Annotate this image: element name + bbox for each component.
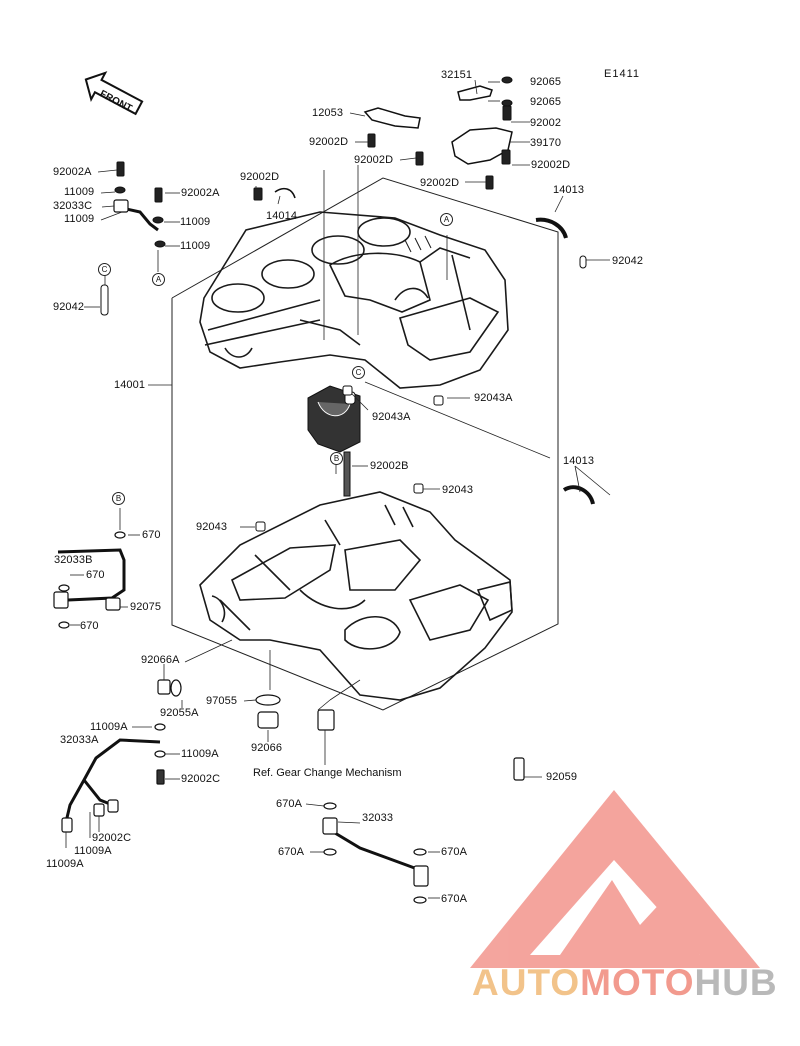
part-label-92002a-left: 92002A xyxy=(53,166,92,178)
part-label-14013-mid: 14013 xyxy=(563,455,595,467)
marker-c-case: C xyxy=(352,366,365,379)
part-label-39170: 39170 xyxy=(530,137,562,149)
part-label-11009a-2: 11009A xyxy=(181,748,219,760)
part-label-670a-1: 670A xyxy=(276,798,303,810)
watermark-auto: AUTO xyxy=(472,962,581,1003)
part-label-670a-4: 670A xyxy=(441,893,468,905)
part-label-11009-2: 11009 xyxy=(64,213,95,225)
ref-gear-change-note: Ref. Gear Change Mechanism xyxy=(253,767,402,779)
bearing-shell-14013 xyxy=(535,217,595,505)
part-label-92043-left: 92043 xyxy=(196,521,228,533)
part-label-14001: 14001 xyxy=(114,379,146,391)
part-label-92066a: 92066A xyxy=(141,654,180,666)
part-label-92075: 92075 xyxy=(130,601,162,613)
washers xyxy=(58,531,427,904)
oil-pipes xyxy=(57,206,421,872)
watermark-text: AUTOMOTOHUB xyxy=(472,962,778,1004)
watermark-hub: HUB xyxy=(694,962,778,1003)
figure-code: E1411 xyxy=(604,68,640,80)
marker-a-top: A xyxy=(440,213,453,226)
small-bolts xyxy=(100,76,587,532)
upper-crankcase xyxy=(199,211,509,389)
part-label-92002d-1: 92002D xyxy=(309,136,349,148)
part-label-32033a: 32033A xyxy=(60,734,99,746)
part-label-32033: 32033 xyxy=(362,812,394,824)
part-label-92065: 92065 xyxy=(530,76,562,88)
part-label-92043-right: 92043 xyxy=(442,484,474,496)
part-label-14014: 14014 xyxy=(266,210,298,222)
part-label-97055: 97055 xyxy=(206,695,238,707)
front-arrow-icon xyxy=(84,71,144,116)
part-label-92043a-2: 92043A xyxy=(372,411,411,423)
part-label-11009a-1: 11009A xyxy=(90,721,128,733)
part-label-92002b: 92002B xyxy=(370,460,409,472)
part-label-92002: 92002 xyxy=(530,117,562,129)
part-label-92002c-1: 92002C xyxy=(181,773,221,785)
part-label-92002c-2: 92002C xyxy=(92,832,132,844)
part-label-11009a-4: 11009A xyxy=(46,858,84,870)
part-label-92042-left: 92042 xyxy=(53,301,85,313)
marker-b-pipe: B xyxy=(112,492,125,505)
part-label-11009a-3: 11009A xyxy=(74,845,112,857)
part-label-92066: 92066 xyxy=(251,742,283,754)
part-label-92002d-3: 92002D xyxy=(531,159,571,171)
part-label-670-3: 670 xyxy=(80,620,99,632)
marker-b-bolt: B xyxy=(330,452,343,465)
lower-crankcase xyxy=(199,491,513,701)
part-label-32151: 32151 xyxy=(441,69,473,81)
pipe-fittings xyxy=(53,199,525,887)
part-label-92002a-right: 92002A xyxy=(181,187,220,199)
part-label-11009-4: 11009 xyxy=(180,240,211,252)
bearing-block xyxy=(307,385,361,453)
part-label-12053: 12053 xyxy=(312,107,344,119)
part-label-11009-1: 11009 xyxy=(64,186,95,198)
assembly-box xyxy=(171,177,559,711)
part-label-92065-2: 92065 xyxy=(530,96,562,108)
marker-a-bottom: A xyxy=(152,273,165,286)
watermark-moto: MOTO xyxy=(580,962,695,1003)
part-label-92002d-5: 92002D xyxy=(240,171,280,183)
part-label-32033c: 32033C xyxy=(53,200,93,212)
part-label-670-2: 670 xyxy=(86,569,105,581)
part-label-670a-2: 670A xyxy=(278,846,305,858)
part-label-92002d-2: 92002D xyxy=(354,154,394,166)
part-label-14013-top: 14013 xyxy=(553,184,585,196)
part-label-92043a-1: 92043A xyxy=(474,392,513,404)
part-label-11009-3: 11009 xyxy=(180,216,211,228)
part-label-32033b: 32033B xyxy=(54,554,93,566)
part-label-92059: 92059 xyxy=(546,771,578,783)
part-label-92002d-4: 92002D xyxy=(420,177,460,189)
leader-lines xyxy=(65,79,611,899)
part-label-92055a: 92055A xyxy=(160,707,199,719)
part-label-670-1: 670 xyxy=(142,529,161,541)
part-label-92042-right: 92042 xyxy=(612,255,644,267)
watermark-logo xyxy=(470,790,760,968)
part-label-670a-3: 670A xyxy=(441,846,468,858)
marker-c-right: C xyxy=(98,263,111,276)
